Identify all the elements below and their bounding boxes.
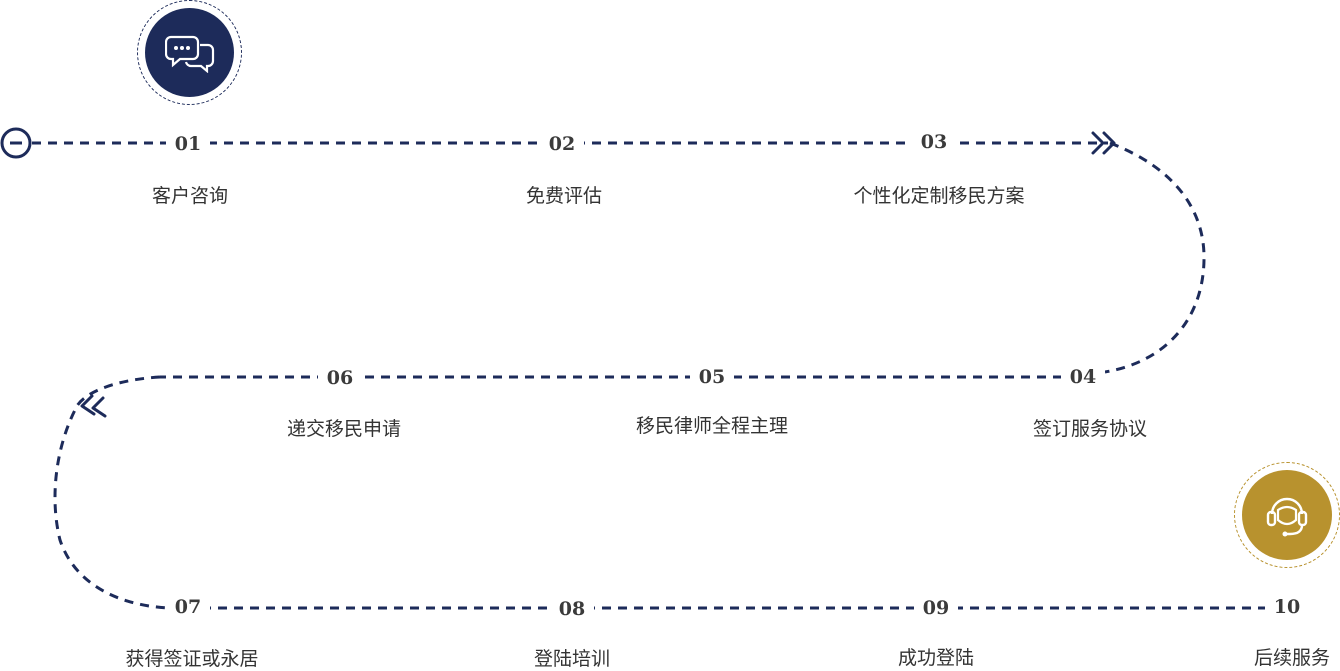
step-label-06: 递交移民申请 xyxy=(286,418,401,440)
step-label-08: 登陆培训 xyxy=(533,648,610,670)
step-label-07: 获得签证或永居 xyxy=(125,648,259,670)
step-number-09: 09 xyxy=(914,594,958,620)
step-label-01: 客户咨询 xyxy=(151,185,228,207)
step-number-02: 02 xyxy=(540,130,584,156)
step-label-02: 免费评估 xyxy=(525,185,602,207)
step-number-05: 05 xyxy=(690,363,734,389)
step-number-06: 06 xyxy=(318,364,362,390)
step-number-text: 09 xyxy=(923,597,949,619)
step-label-03: 个性化定制移民方案 xyxy=(853,185,1025,207)
consult-badge xyxy=(137,0,242,105)
step-number-text: 01 xyxy=(175,133,201,155)
start-marker xyxy=(0,127,32,159)
step-number-text: 06 xyxy=(327,367,353,389)
double-chevron-left-icon xyxy=(80,394,107,418)
step-number-text: 10 xyxy=(1274,596,1300,618)
step-number-text: 07 xyxy=(175,596,201,618)
step-number-08: 08 xyxy=(550,595,594,621)
flow-path-left-curve xyxy=(53,375,171,610)
step-number-text: 05 xyxy=(699,366,725,388)
step-number-07: 07 xyxy=(166,593,210,619)
step-label-09: 成功登陆 xyxy=(897,647,974,669)
step-number-03: 03 xyxy=(912,128,956,154)
step-number-text: 02 xyxy=(549,133,575,155)
step-label-04: 签订服务协议 xyxy=(1032,418,1147,440)
step-label-10: 后续服务 xyxy=(1253,647,1330,669)
double-chevron-right-icon xyxy=(1091,131,1116,155)
step-number-text: 04 xyxy=(1070,366,1096,388)
support-badge xyxy=(1234,462,1340,568)
step-label-05: 移民律师全程主理 xyxy=(635,415,788,437)
step-number-text: 08 xyxy=(559,598,585,620)
step-number-04: 04 xyxy=(1061,363,1105,389)
flow-path-right-curve xyxy=(1104,141,1206,374)
step-number-text: 03 xyxy=(921,131,947,153)
step-number-10: 10 xyxy=(1265,593,1309,619)
step-number-01: 01 xyxy=(166,130,210,156)
